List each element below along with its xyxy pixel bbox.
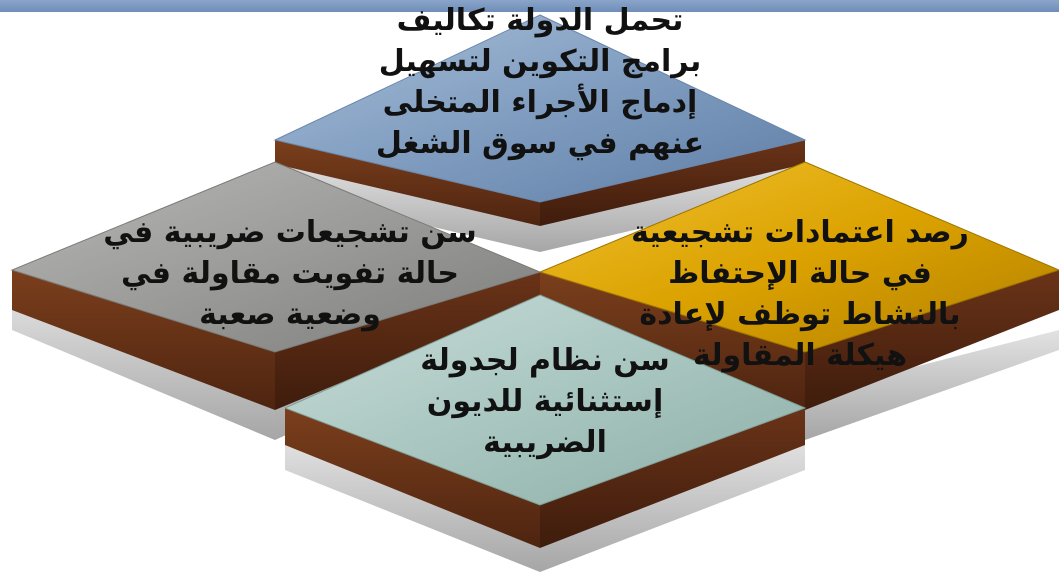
tile-left-text: سن تشجيعات ضريبية في حالة تفويت مقاولة ف… bbox=[70, 212, 510, 335]
tile-left-line-1: سن تشجيعات ضريبية في bbox=[103, 215, 477, 250]
tile-top-text: تحمل الدولة تكاليف برامج التكوين لتسهيل … bbox=[360, 0, 720, 164]
tile-top-line-2: برامج التكوين لتسهيل bbox=[378, 44, 702, 79]
tile-bottom-text: سن نظام لجدولة إستثنائية للديون الضريبية bbox=[400, 340, 690, 463]
tile-right-line-3: بالنشاط توظف لإعادة bbox=[639, 297, 961, 332]
tile-bottom-line-3: الضريبية bbox=[483, 425, 607, 460]
tile-left-line-2: حالة تفويت مقاولة في bbox=[121, 256, 459, 291]
tile-top bbox=[273, 14, 807, 252]
tile-bottom bbox=[283, 294, 807, 572]
tile-top-line-1: تحمل الدولة تكاليف bbox=[396, 3, 684, 38]
tile-bottom-line-2: إستثنائية للديون bbox=[426, 384, 664, 419]
tile-left-line-3: وضعية صعبة bbox=[199, 297, 381, 332]
tile-top-line-3: إدماج الأجراء المتخلى bbox=[382, 85, 698, 120]
tile-right-line-2: في حالة الإحتفاظ bbox=[668, 256, 932, 291]
tile-top-line-4: عنهم في سوق الشغل bbox=[375, 126, 705, 161]
tile-right-line-1: رصد اعتمادات تشجيعية bbox=[631, 215, 969, 250]
tile-right-line-4: هيكلة المقاولة bbox=[693, 338, 907, 373]
tile-right-text: رصد اعتمادات تشجيعية في حالة الإحتفاظ با… bbox=[600, 212, 1000, 376]
tile-bottom-line-1: سن نظام لجدولة bbox=[420, 343, 670, 378]
header-bar bbox=[0, 0, 1059, 12]
